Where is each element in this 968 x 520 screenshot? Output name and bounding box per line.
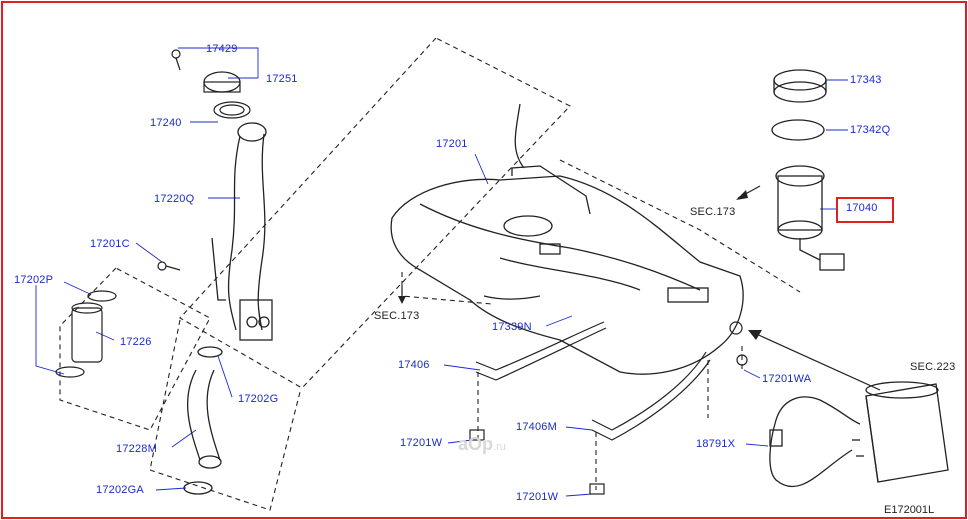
label-17240[interactable]: 17240 (150, 117, 182, 129)
dashed-group-hoses (59, 267, 301, 511)
highlight-box-17040 (836, 197, 894, 223)
label-17429[interactable]: 17429 (206, 43, 238, 55)
watermark-logo: аОр.ru (458, 434, 506, 455)
fuel-tank (390, 103, 744, 375)
label-17202p[interactable]: 17202P (14, 274, 54, 286)
label-17406m[interactable]: 17406M (516, 421, 557, 433)
label-17228m[interactable]: 17228M (116, 443, 157, 455)
tank-straps (469, 321, 748, 495)
label-17339n[interactable]: 17339N (492, 321, 532, 333)
filler-tube (211, 122, 273, 341)
evap-canister (769, 381, 949, 488)
label-17201[interactable]: 17201 (436, 138, 468, 150)
label-17201c[interactable]: 17201C (90, 238, 130, 250)
dashed-group-filler-assembly (179, 37, 571, 389)
label-17406[interactable]: 17406 (398, 359, 430, 371)
watermark-domain: .ru (493, 441, 506, 453)
label-17202g[interactable]: 17202G (238, 393, 279, 405)
label-17201w-b[interactable]: 17201W (516, 491, 559, 503)
label-sec-173-right[interactable]: SEC.173 (690, 206, 736, 218)
label-17040[interactable]: 17040 (846, 202, 878, 214)
label-sec-173-left[interactable]: SEC.173 (374, 310, 420, 322)
label-18791x[interactable]: 18791X (696, 438, 736, 450)
diagram-code: E172001L (884, 504, 935, 516)
hose-17228m (183, 346, 223, 495)
label-17226[interactable]: 17226 (120, 336, 152, 348)
label-17202ga[interactable]: 17202GA (96, 484, 144, 496)
dashed-group-tank-links (401, 159, 801, 490)
watermark-brand: аОр (458, 434, 494, 454)
label-17201w-a[interactable]: 17201W (400, 437, 443, 449)
filler-cap (171, 49, 251, 119)
label-17342q[interactable]: 17342Q (850, 124, 891, 136)
sec-arrows (401, 185, 881, 391)
label-17220q[interactable]: 17220Q (154, 193, 195, 205)
arrow-heads (398, 190, 762, 340)
label-17201wa[interactable]: 17201WA (762, 373, 812, 385)
fuel-pump-module (771, 69, 845, 271)
label-sec-223[interactable]: SEC.223 (910, 361, 956, 373)
hose-17226 (55, 261, 181, 378)
label-17343[interactable]: 17343 (850, 74, 882, 86)
label-17251[interactable]: 17251 (266, 73, 298, 85)
